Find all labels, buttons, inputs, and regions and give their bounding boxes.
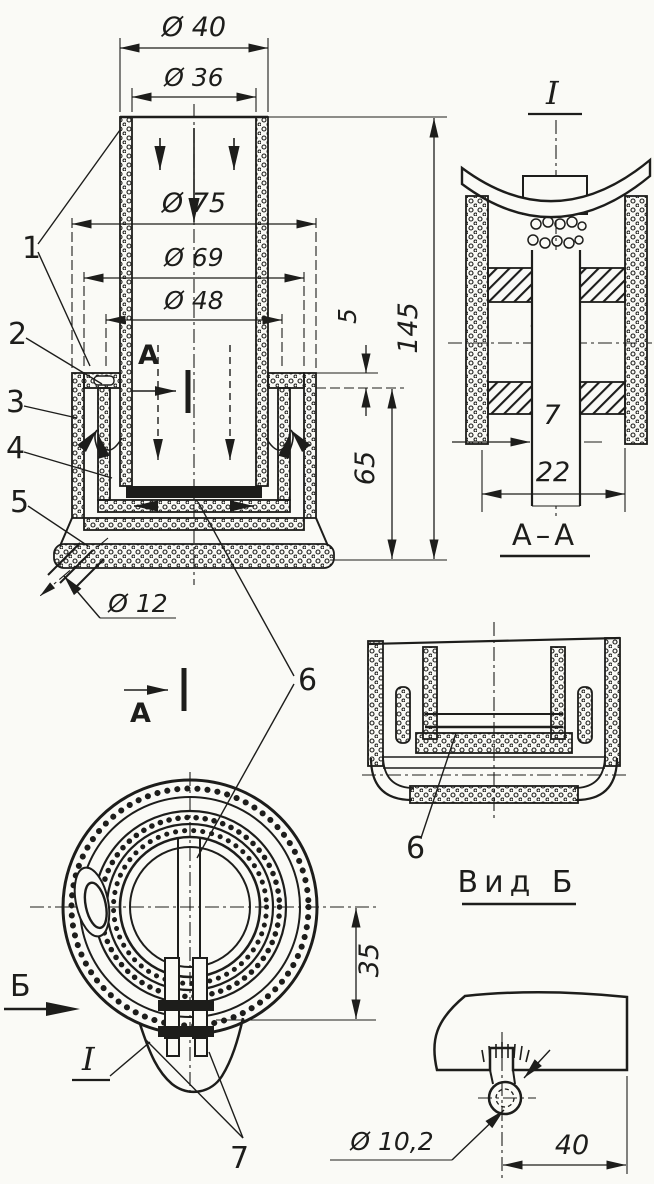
detail-view: 40 Ø 10,2	[330, 990, 629, 1178]
shell-wall-right	[303, 372, 317, 519]
drain-hole-axis	[39, 537, 109, 597]
liner-wall-right	[277, 387, 291, 501]
dim-e40: 40	[555, 1130, 589, 1161]
dim-d69: Ø 69	[163, 243, 223, 272]
bottom-flange	[53, 543, 335, 569]
part-label-3: 3	[6, 385, 25, 420]
part-label-6-viewb: 6	[406, 831, 425, 866]
viewb-foot-left-outer	[369, 757, 413, 802]
viewb-bottom-band	[409, 785, 579, 804]
detail-marker-i-label: I	[81, 1040, 96, 1078]
shell-wall-left	[71, 372, 85, 519]
viewb-foot-right-outer	[575, 757, 619, 802]
liner-wall-left	[97, 387, 111, 501]
inlet-pipe	[119, 115, 269, 487]
viewb-outer-wall-right	[604, 637, 621, 767]
part-leader-7: 7	[145, 1039, 249, 1176]
view-b-arrowhead	[46, 1002, 80, 1016]
dim-d40: Ø 40	[161, 12, 226, 43]
viewb-foot-right-inner	[573, 754, 606, 789]
section-aa-view: I 7	[448, 74, 652, 558]
cut-label-a-top: А	[138, 340, 159, 371]
flow-arrows	[77, 128, 311, 512]
collar-right	[267, 372, 305, 389]
detail-hook	[478, 1069, 536, 1116]
dim-d48: Ø 48	[163, 286, 223, 315]
part-label-6: 6	[298, 663, 317, 698]
plan-view: 35 Б I 7	[4, 772, 385, 1176]
dim-hole102: Ø 10,2	[349, 1127, 433, 1156]
dim-d36: Ø 36	[163, 63, 223, 92]
dim-h145: 145	[393, 302, 424, 354]
dim-p35: 35	[354, 943, 385, 977]
section-aa-title: А–А	[512, 518, 578, 552]
part-label-5: 5	[10, 485, 29, 520]
viewb-liner-wall-right	[550, 646, 566, 740]
shell-bottom	[83, 517, 305, 531]
dim-gap5: 5	[333, 308, 362, 324]
aa-rubber-pads	[487, 267, 626, 415]
dim-aa7: 7	[543, 400, 560, 431]
baffle-disc	[126, 486, 262, 498]
viewb-outer-wall-left	[367, 640, 384, 767]
detail-marker-i-plan: I	[72, 1040, 151, 1082]
plan-dimensions: 35	[216, 908, 385, 1021]
viewb-cup-wall-right	[577, 686, 593, 744]
view-arrow-b: Б	[4, 969, 80, 1016]
aa-stand-right	[624, 195, 648, 445]
viewb-cup-wall-left	[395, 686, 411, 744]
dim-d75: Ø 75	[161, 188, 226, 219]
part-label-4: 4	[6, 431, 25, 466]
view-b-arrow-label: Б	[10, 969, 31, 1004]
pipe-wall-left	[119, 116, 133, 487]
dim-h65: 65	[350, 451, 381, 485]
part-label-1: 1	[22, 231, 41, 266]
viewb-foot-left-inner	[382, 754, 415, 789]
plan-pipe-silhouette	[177, 838, 201, 980]
viewb-packing-band	[415, 732, 573, 754]
aa-pipe-bore	[533, 250, 579, 506]
liner-bottom	[97, 499, 291, 513]
flange-flare-right	[315, 517, 329, 547]
detail-small-arrow	[523, 1049, 551, 1079]
view-b: 6 Вид Б	[362, 622, 626, 906]
section-cut-markers: А А	[124, 340, 191, 729]
viewb-top-edge	[367, 636, 621, 646]
dim-d12: Ø 12	[107, 589, 167, 618]
aa-stand-left	[465, 195, 489, 445]
dim-aa22: 22	[536, 457, 570, 488]
detail-marker-i-top: I	[545, 74, 560, 112]
detail-dimensions: 40 Ø 10,2	[330, 1076, 628, 1174]
part-leaders-main: 1 2 3 4 5 6	[6, 129, 317, 859]
main-dimensions: Ø 40 Ø 36 Ø 75 Ø 69 Ø 48 5	[63, 12, 447, 619]
plan-bracket	[138, 957, 245, 1093]
saddle	[460, 157, 652, 219]
view-b-title: Вид Б	[458, 865, 579, 900]
part-label-7: 7	[230, 1141, 249, 1176]
viewb-liner-wall-left	[422, 646, 438, 740]
pipe-wall-right	[255, 116, 269, 487]
part-label-2: 2	[8, 317, 27, 352]
plan-drain-hole	[73, 866, 111, 938]
aa-dimensions: 7 22	[452, 400, 626, 512]
cut-label-a-bottom: А	[130, 698, 151, 729]
main-section-view: Ø 40 Ø 36 Ø 75 Ø 69 Ø 48 5	[6, 12, 447, 859]
detail-plate	[433, 990, 629, 1072]
